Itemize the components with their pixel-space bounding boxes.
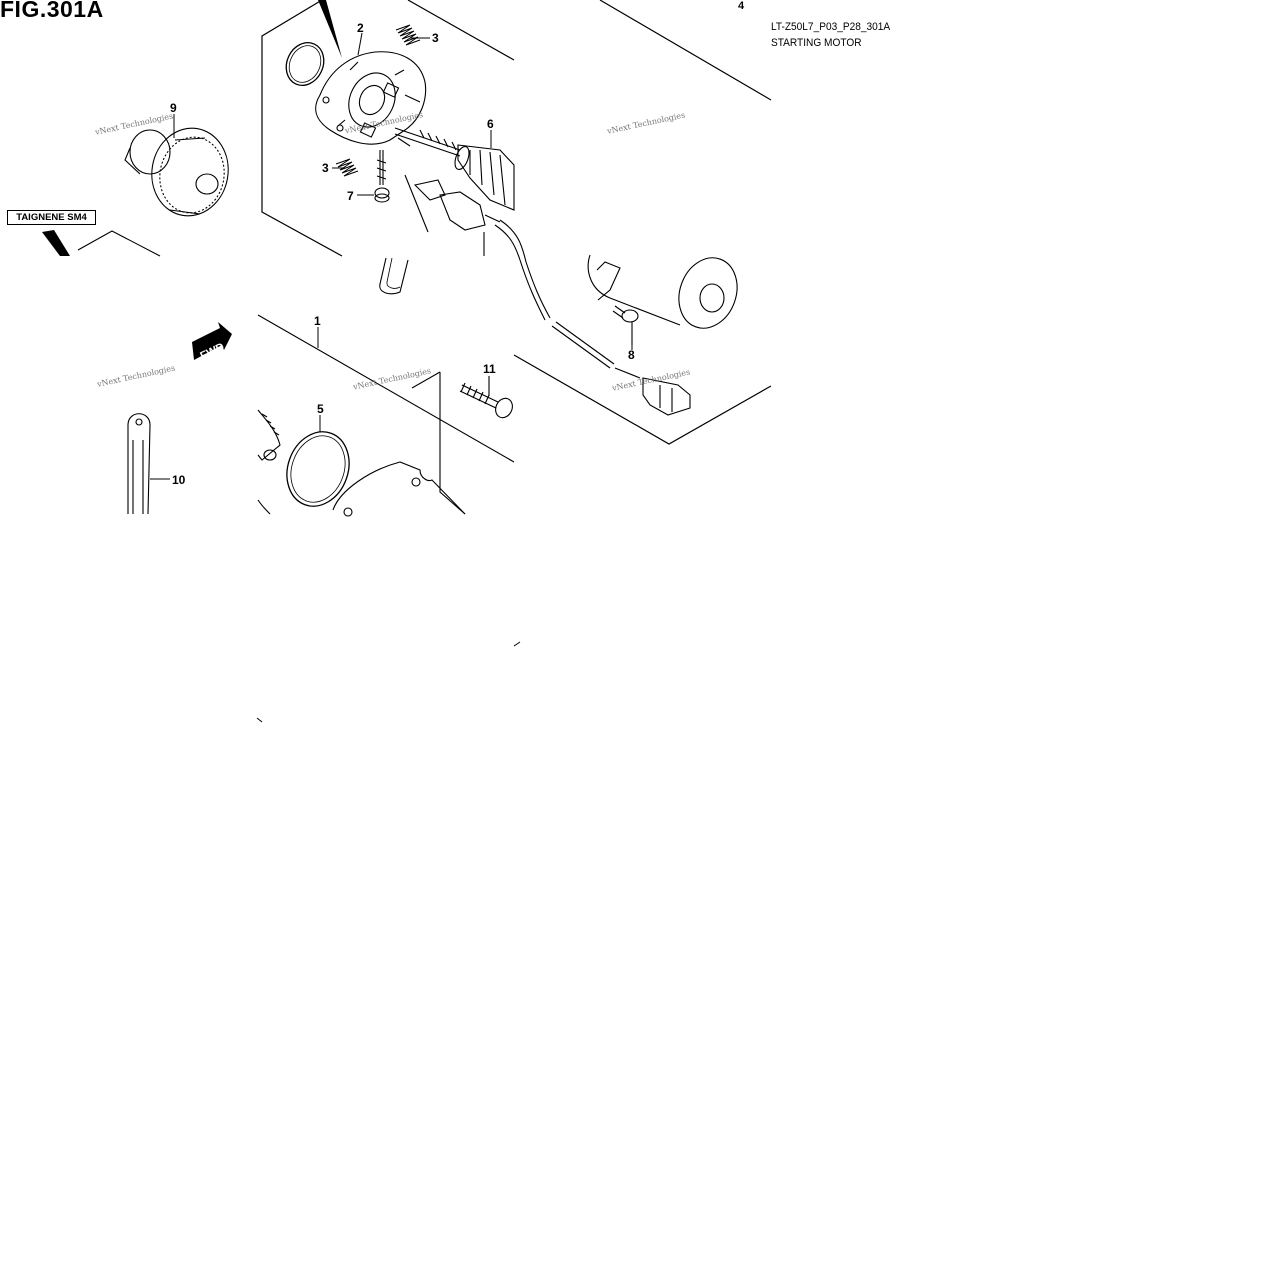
assembly-pointer-arrow bbox=[318, 0, 342, 58]
callout-9: 9 bbox=[170, 101, 177, 115]
callout-5: 5 bbox=[317, 402, 324, 416]
sheet-number: 4 bbox=[738, 0, 745, 12]
watermark-4: vNext Technologies bbox=[95, 363, 176, 389]
connector-plug bbox=[614, 367, 691, 416]
brush-holder-plate bbox=[315, 51, 427, 147]
callout-3-lower: 3 bbox=[322, 161, 329, 175]
o-ring-part-5 bbox=[286, 431, 350, 507]
watermark-5: vNext Technologies bbox=[351, 366, 432, 392]
fwd-direction-arrow: FWD bbox=[192, 322, 232, 362]
callout-8: 8 bbox=[628, 348, 635, 362]
callout-2: 2 bbox=[357, 21, 364, 35]
screw-part-8 bbox=[612, 305, 639, 345]
callout-6: 6 bbox=[487, 117, 494, 131]
strap-part-10 bbox=[127, 413, 151, 515]
callout-11: 11 bbox=[483, 362, 496, 376]
bolt-part-11 bbox=[459, 376, 513, 419]
sealant-label: TAIGNENE SM4 bbox=[7, 210, 96, 225]
screw-part-7 bbox=[374, 150, 390, 203]
stray-mark-1 bbox=[513, 641, 521, 647]
leader-lines bbox=[150, 32, 633, 480]
drive-pinion bbox=[257, 409, 281, 515]
watermark-1: vNext Technologies bbox=[93, 111, 174, 137]
bracket-lower bbox=[332, 461, 466, 517]
document-code: LT-Z50L7_P03_P28_301A bbox=[771, 21, 891, 33]
motor-yoke bbox=[587, 254, 738, 329]
terminal-lead bbox=[404, 174, 615, 369]
stray-mark-2 bbox=[256, 717, 263, 723]
starter-clutch bbox=[124, 127, 229, 217]
watermarks: vNext Technologies vNext Technologies vN… bbox=[93, 110, 691, 393]
callout-numbers: 1 2 3 3 5 6 7 8 9 10 11 bbox=[170, 21, 635, 487]
armature bbox=[394, 127, 515, 211]
sealant-pointer-arrow bbox=[42, 230, 70, 256]
brush-spring-upper bbox=[395, 24, 421, 46]
callout-3-upper: 3 bbox=[432, 31, 439, 45]
upper-frame bbox=[261, 0, 772, 445]
callout-10: 10 bbox=[172, 473, 186, 487]
brush-spring-lower bbox=[335, 158, 359, 177]
wire-loop bbox=[379, 257, 409, 295]
o-ring-upper bbox=[285, 42, 325, 86]
section-name: STARTING MOTOR bbox=[771, 37, 862, 49]
watermark-3: vNext Technologies bbox=[605, 110, 686, 136]
callout-7: 7 bbox=[347, 189, 354, 203]
callout-1: 1 bbox=[314, 314, 321, 328]
lower-frame bbox=[257, 314, 515, 515]
figure-title: FIG.301A bbox=[0, 0, 104, 22]
